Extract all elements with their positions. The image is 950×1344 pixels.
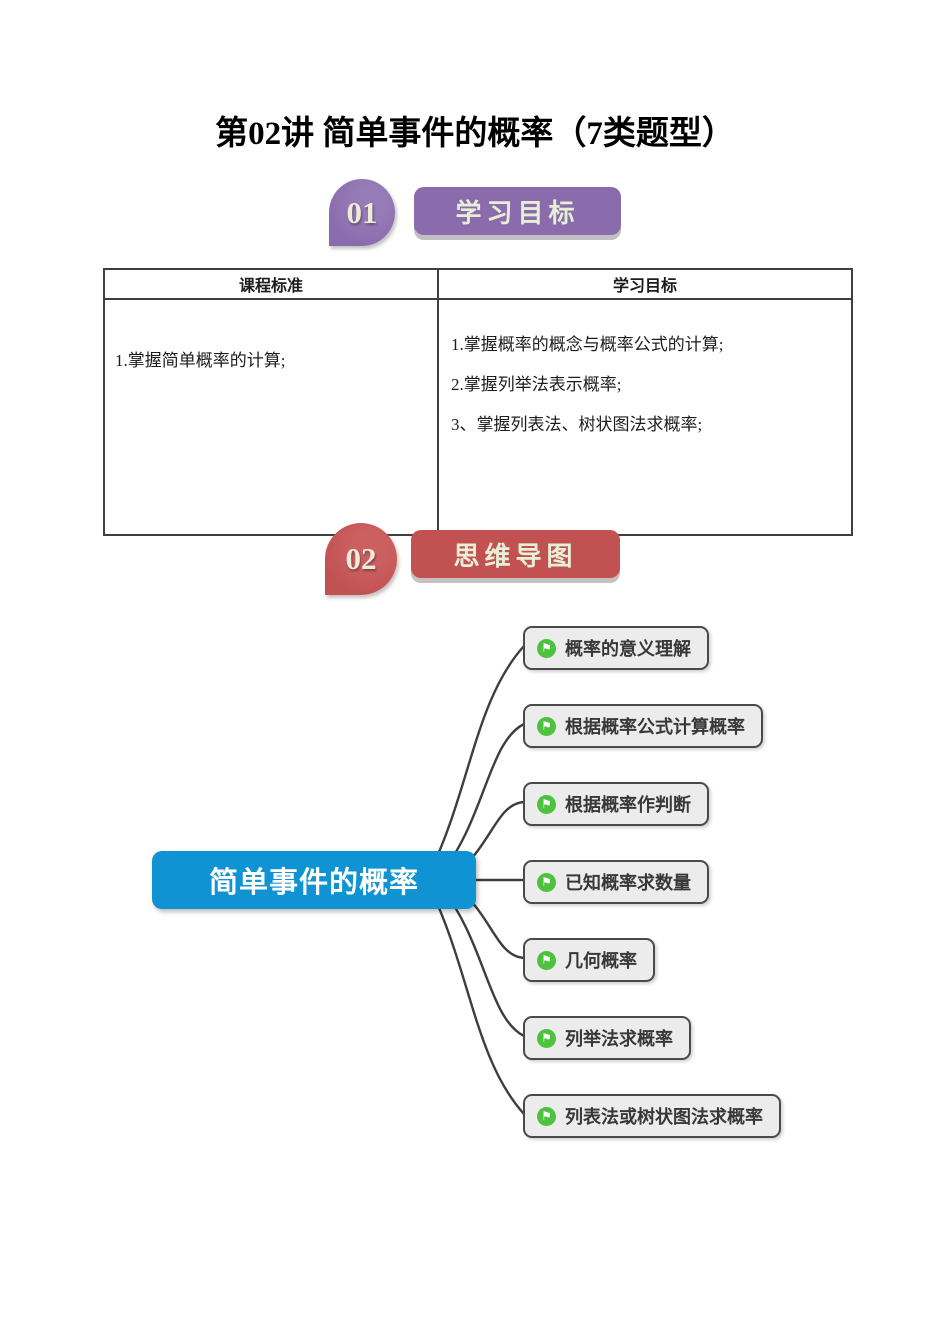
section-02-banner: 思维导图 <box>411 530 620 578</box>
section-01-badge: 01 <box>329 179 395 246</box>
mindmap-node: ⚑ 几何概率 <box>523 938 655 982</box>
mindmap-node-label: 根据概率作判断 <box>565 795 691 815</box>
table-cell-standard: 1.掌握简单概率的计算; <box>103 298 439 536</box>
mindmap-root-label: 简单事件的概率 <box>208 867 419 899</box>
mindmap-node: ⚑ 已知概率求数量 <box>523 860 709 904</box>
connector-line <box>428 644 526 874</box>
mindmap-node: ⚑ 概率的意义理解 <box>523 626 709 670</box>
section-02-badge: 02 <box>325 523 397 595</box>
mindmap-node-label: 根据概率公式计算概率 <box>565 717 745 737</box>
mindmap-node: ⚑ 根据概率作判断 <box>523 782 709 826</box>
goal-line: 3、掌握列表法、树状图法求概率; <box>451 415 703 434</box>
section-02-number: 02 <box>345 541 377 576</box>
flag-icon: ⚑ <box>537 1028 556 1048</box>
goals-table: 课程标准 学习目标 1.掌握简单概率的计算; 1.掌握概率的概念与概率公式的计算… <box>103 268 853 536</box>
mindmap-node-label: 几何概率 <box>565 951 637 971</box>
mindmap-node-label: 已知概率求数量 <box>565 873 691 893</box>
mindmap-node-label: 概率的意义理解 <box>565 639 691 659</box>
mindmap-node: ⚑ 列表法或树状图法求概率 <box>523 1094 781 1138</box>
goal-line: 2.掌握列举法表示概率; <box>451 375 622 394</box>
section-01-banner: 学习目标 <box>414 187 621 235</box>
table-cell-goals: 1.掌握概率的概念与概率公式的计算; 2.掌握列举法表示概率; 3、掌握列表法、… <box>437 298 853 536</box>
mindmap-node-label: 列举法求概率 <box>565 1029 673 1049</box>
flag-icon: ⚑ <box>537 950 556 970</box>
section-01-banner-label: 学习目标 <box>455 197 580 228</box>
connector-line <box>428 886 526 1116</box>
goal-line: 1.掌握概率的概念与概率公式的计算; <box>451 335 724 354</box>
mindmap-root-node: 简单事件的概率 <box>152 851 476 909</box>
flag-icon: ⚑ <box>537 872 556 892</box>
page-title: 第02讲 简单事件的概率（7类题型） <box>215 116 735 152</box>
table-header-goals: 学习目标 <box>437 268 853 300</box>
table-row: 1.掌握简单概率的计算; 1.掌握概率的概念与概率公式的计算; 2.掌握列举法表… <box>103 298 853 536</box>
mindmap-node-label: 列表法或树状图法求概率 <box>565 1107 763 1127</box>
flag-icon: ⚑ <box>537 716 556 736</box>
standard-text: 1.掌握简单概率的计算; <box>115 351 286 370</box>
flag-icon: ⚑ <box>537 638 556 658</box>
flag-icon: ⚑ <box>537 1106 556 1126</box>
flag-icon: ⚑ <box>537 794 556 814</box>
table-header-standard: 课程标准 <box>103 268 439 300</box>
mindmap-node: ⚑ 列举法求概率 <box>523 1016 691 1060</box>
section-02-banner-label: 思维导图 <box>453 540 578 571</box>
section-01-number: 01 <box>346 194 378 230</box>
mindmap-node: ⚑ 根据概率公式计算概率 <box>523 704 763 748</box>
table-header-row: 课程标准 学习目标 <box>103 268 853 300</box>
